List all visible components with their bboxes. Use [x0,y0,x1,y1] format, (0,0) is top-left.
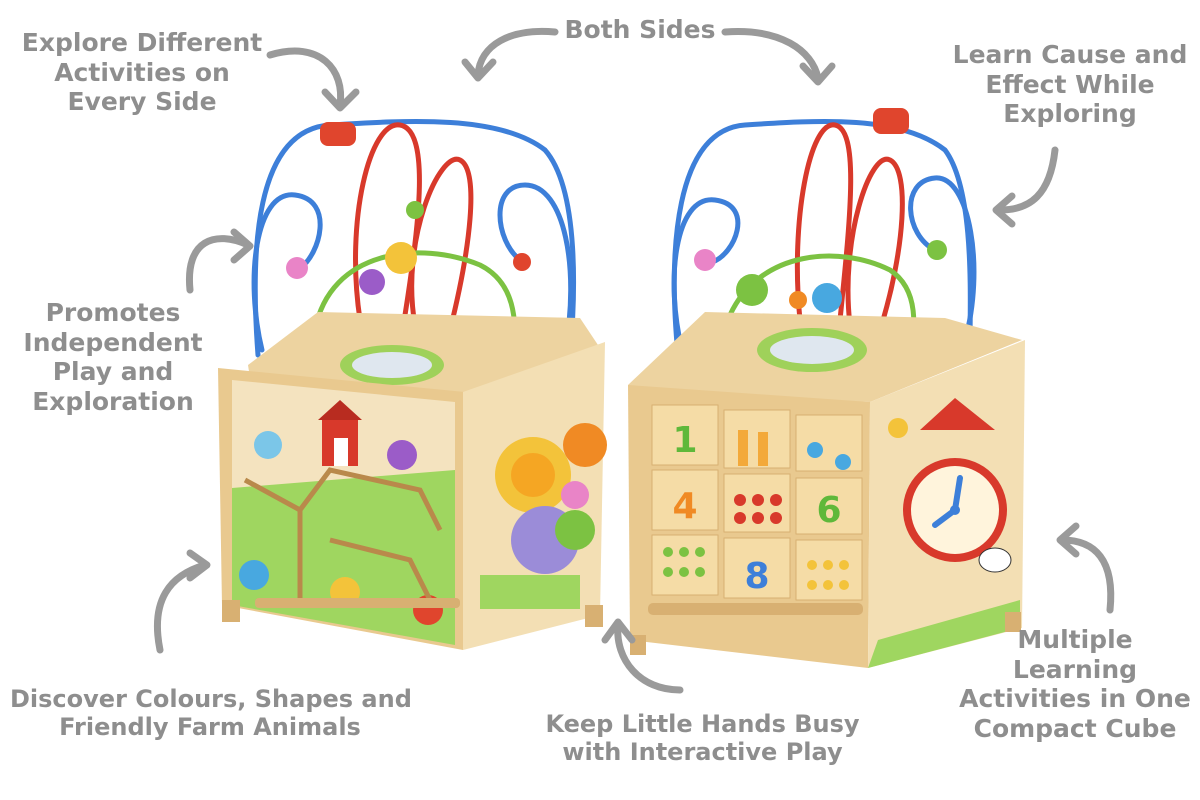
right-activity-cube: 1 4 6 8 [628,108,1025,668]
callout-both-sides: Both Sides [555,15,725,45]
arrow-learn [992,146,1059,228]
callout-learn: Learn Cause and Effect While Exploring [950,40,1190,129]
right-bead-wires [671,118,977,358]
callout-keep-line-1: Keep Little Hands Busy [545,710,860,738]
callout-promotes-line-1: Promotes [45,298,181,327]
callout-explore-line-3: Every Side [67,87,217,116]
left-activity-cube [218,118,607,650]
tile-number-one: 1 [672,420,697,461]
callout-promotes-line-4: Exploration [32,386,194,416]
tile-number-six: 6 [816,490,841,531]
callout-discover: Discover Colours, Shapes and Friendly Fa… [10,685,412,742]
callout-learn-line-1: Learn Cause and [952,40,1188,69]
callout-learn-line-3: Exploring [1003,99,1137,128]
arrow-explore [266,47,360,112]
callout-discover-line-2: Friendly Farm Animals [59,713,361,742]
tile-number-eight: 8 [744,556,769,597]
callout-multiple-line-2: Learning [1012,654,1138,684]
arrow-discover [153,549,211,654]
arrow-multiple [1056,522,1115,614]
callout-keep: Keep Little Hands Busy with Interactive … [540,710,865,767]
arrow-keep [601,618,684,694]
callout-multiple-line-3: Activities in One [959,684,1191,713]
callout-promotes-line-3: Play and [52,357,174,386]
callout-both-sides-line-1: Both Sides [564,15,716,44]
callout-arrows [153,27,1115,694]
arrow-promotes [185,228,254,294]
callout-explore-line-2: Activities on [54,57,230,87]
callout-learn-line-2: Effect While [985,69,1155,99]
callout-explore-line-1: Explore Different [21,28,263,57]
callout-multiple-line-4: Compact Cube [973,713,1177,743]
clock-face[interactable] [903,398,1007,562]
callout-keep-line-2: with Interactive Play [562,738,843,767]
callout-promotes: Promotes Independent Play and Exploratio… [18,298,208,416]
callout-multiple-line-1: Multiple [1017,625,1133,654]
number-tile-grid[interactable]: 1 4 6 8 [651,404,863,601]
callout-discover-line-1: Discover Colours, Shapes and [10,685,412,713]
callout-multiple: Multiple Learning Activities in One Comp… [955,625,1195,743]
arrow-both-left [461,27,559,82]
tile-number-four: 4 [672,486,697,527]
arrow-both-right [721,28,836,86]
callout-explore: Explore Different Activities on Every Si… [18,28,266,117]
callout-promotes-line-2: Independent [23,327,203,357]
